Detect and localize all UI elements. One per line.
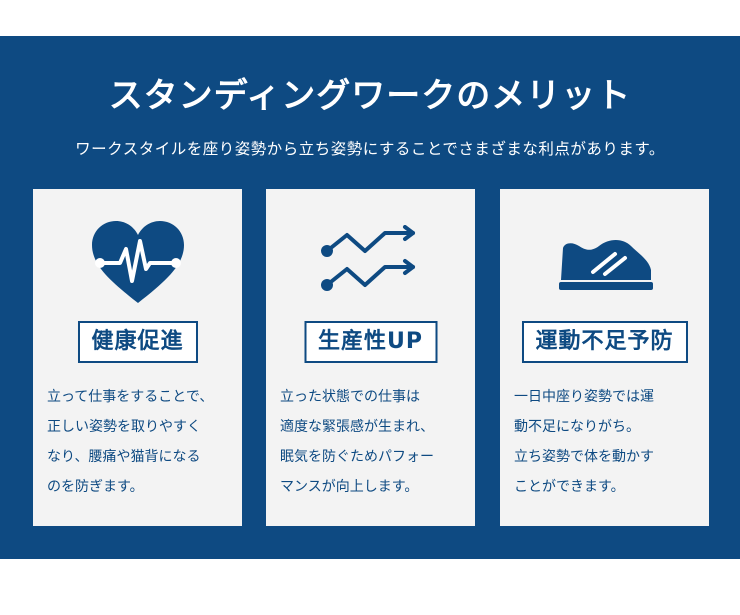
description-line: 眠気を防ぐためパフォー	[280, 449, 434, 465]
merit-badge: 生産性UP	[304, 321, 437, 363]
description-line: 立って仕事をすることで、	[47, 389, 214, 405]
merit-card-exercise: 運動不足予防 一日中座り姿勢では運 動不足になりがち。 立ち姿勢で体を動かす こ…	[500, 189, 709, 526]
sneaker-icon	[500, 217, 709, 307]
description-line: マンスが向上します。	[280, 479, 419, 495]
merit-card-productivity: 生産性UP 立った状態での仕事は 適度な緊張感が生まれ、 眠気を防ぐためパフォー…	[266, 189, 475, 526]
merit-badge: 運動不足予防	[521, 321, 688, 363]
page-subtitle: ワークスタイルを座り姿勢から立ち姿勢にすることでさまざまな利点があります。	[75, 140, 665, 158]
description-line: なり、腰痛や猫背になる	[47, 449, 201, 465]
description-line: 正しい姿勢を取りやすく	[47, 419, 201, 435]
description-line: 動不足になりがち。	[514, 419, 640, 435]
merit-description: 立って仕事をすることで、 正しい姿勢を取りやすく なり、腰痛や猫背になる のを防…	[47, 382, 233, 502]
description-line: 立ち姿勢で体を動かす	[514, 449, 654, 465]
merit-description: 一日中座り姿勢では運 動不足になりがち。 立ち姿勢で体を動かす ことができます。	[514, 382, 700, 502]
description-line: 立った状態での仕事は	[280, 389, 420, 405]
description-line: 一日中座り姿勢では運	[514, 389, 654, 405]
description-line: のを防ぎます。	[47, 479, 144, 495]
merit-description: 立った状態での仕事は 適度な緊張感が生まれ、 眠気を防ぐためパフォー マンスが向…	[280, 382, 466, 502]
heart-pulse-icon	[33, 217, 242, 307]
merit-card-health: 健康促進 立って仕事をすることで、 正しい姿勢を取りやすく なり、腰痛や猫背にな…	[33, 189, 242, 526]
merit-badge: 健康促進	[77, 321, 198, 363]
description-line: 適度な緊張感が生まれ、	[280, 419, 435, 435]
description-line: ことができます。	[514, 479, 625, 495]
upward-trend-arrows-icon	[266, 217, 475, 307]
page-title: スタンディングワークのメリット	[108, 76, 632, 116]
